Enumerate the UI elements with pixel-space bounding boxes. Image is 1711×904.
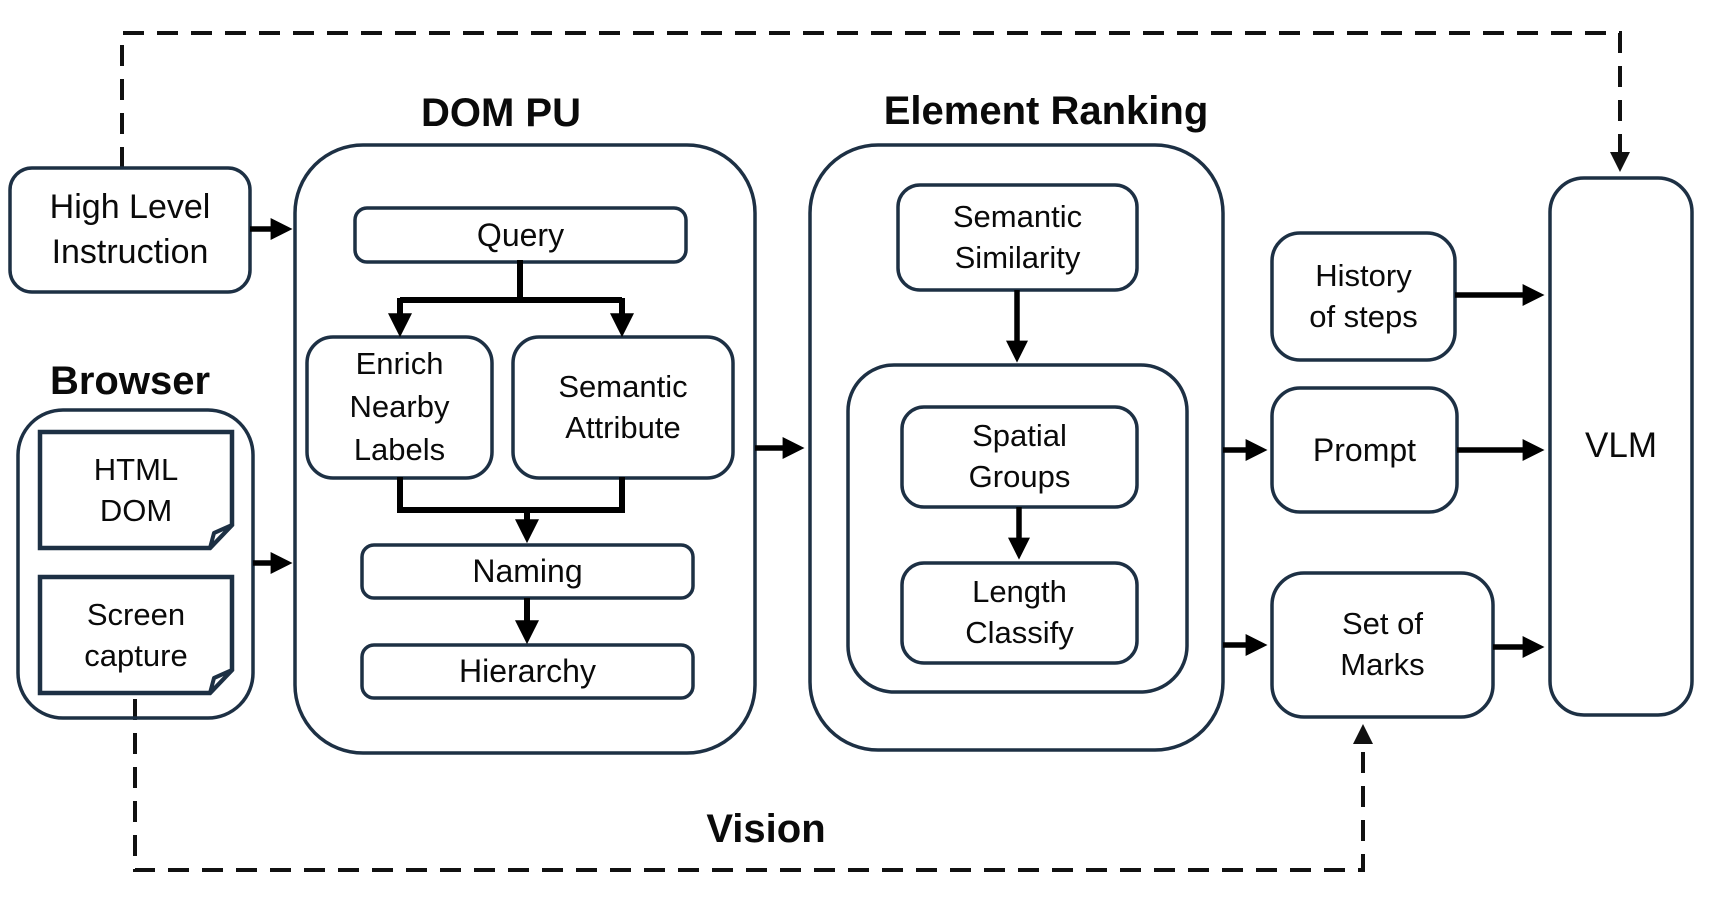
vlm-label: VLM: [1585, 426, 1657, 466]
length-classify-box: [900, 561, 1139, 665]
length-classify-label: Length Classify: [965, 574, 1074, 650]
spatial-groups-label: Spatial Groups: [968, 418, 1071, 494]
ranking-inner-group-box: [846, 363, 1189, 694]
html-dom-label: HTML DOM: [93, 451, 179, 528]
browser-title: Browser: [49, 359, 211, 403]
vision-label: Vision: [706, 807, 826, 851]
html-dom-fold-corner: [208, 523, 234, 550]
html-dom-document-icon: [37, 429, 235, 551]
query-label: Query: [476, 216, 565, 253]
element-ranking-title: Element Ranking: [883, 89, 1209, 133]
dashed-instruction-to-vlm-connector: [120, 31, 1630, 172]
high-level-instruction-label: High Level Instruction: [49, 188, 211, 271]
hierarchy-label: Hierarchy: [459, 653, 596, 690]
query-fork-connector: [400, 260, 622, 303]
dashed-vision-to-set-of-marks-connector: [133, 699, 1373, 872]
set-of-marks-label: Set of Marks: [1340, 606, 1425, 682]
naming-label: Naming: [472, 553, 583, 590]
semantic-similarity-label: Semantic Similarity: [952, 198, 1083, 275]
dom-pu-title: DOM PU: [421, 91, 581, 135]
enrich-nearby-labels-label: Enrich Nearby Labels: [349, 346, 450, 467]
screen-capture-document-icon: [37, 574, 235, 696]
vlm-box: [1548, 176, 1694, 717]
screen-capture-fold-corner: [208, 668, 234, 695]
prompt-label: Prompt: [1312, 431, 1417, 468]
hierarchy-box: [360, 643, 695, 700]
history-of-steps-label: History of steps: [1309, 257, 1418, 334]
merge-to-naming-connector: [397, 477, 625, 513]
screen-capture-label: Screen capture: [84, 596, 188, 673]
semantic-attribute-label: Semantic Attribute: [558, 368, 688, 445]
